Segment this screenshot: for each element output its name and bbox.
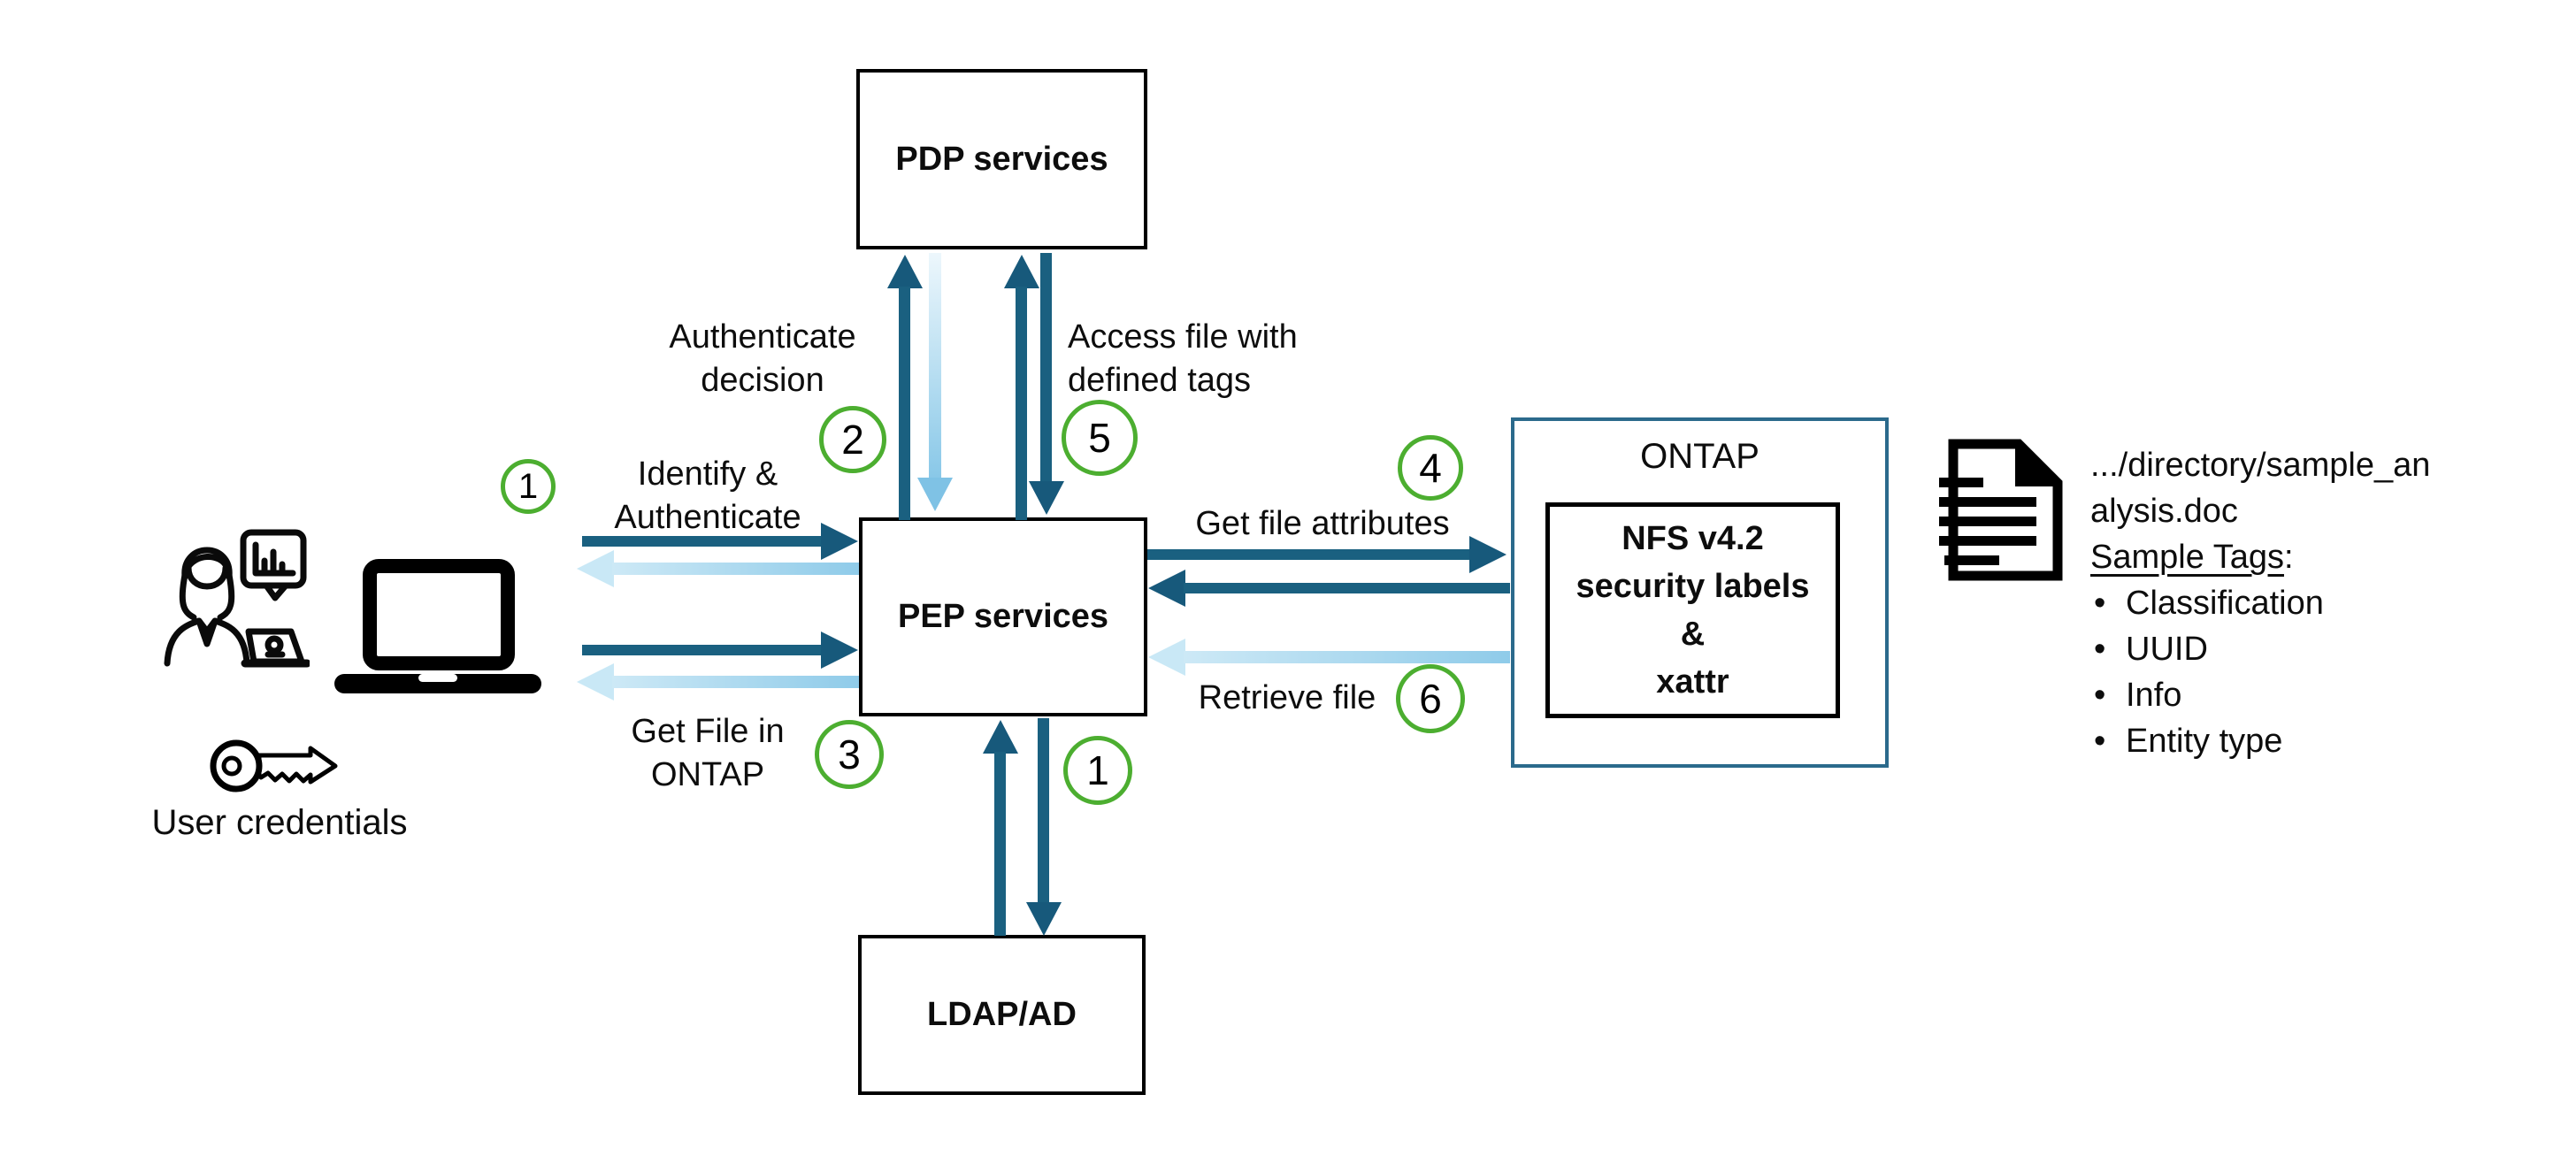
pdp-services-label: PDP services [895,140,1108,178]
step-circle-1: 1 [501,459,556,514]
arrow-ldap-to-pep-dark [983,720,1018,936]
arrow-ontap-to-pep-dark [1148,570,1510,607]
sample-tags-colon: : [2283,539,2294,576]
key-icon [210,725,342,796]
arrow-user-to-pep-dark [582,523,858,560]
file-details-block: .../directory/sample_analysis.doc Sample… [2090,442,2524,764]
access-file-with-tags-label: Access file with defined tags [1068,318,1298,399]
pep-services-box: PEP services [859,517,1147,716]
pdp-services-box: PDP services [856,69,1147,249]
ldap-ad-label: LDAP/AD [927,996,1077,1033]
arrow-pdp-to-pep-light [917,253,953,511]
step-circle-ldap-1: 1 [1063,736,1132,805]
retrieve-file-label: Retrieve file [1198,679,1376,716]
arrow-pdp-to-pep-dark [1029,253,1064,515]
document-icon [1939,439,2064,581]
arrow-pep-to-ldap-dark [1026,718,1062,936]
list-item: UUID [2090,626,2524,672]
step-circle-3: 3 [815,720,884,789]
arrow-pep-to-user-light-2 [577,663,859,700]
get-file-in-ontap-label: Get File in ONTAP [631,713,785,793]
arrow-pep-to-user-light [577,550,859,587]
arrow-user-to-pep-dark-2 [582,632,858,669]
arrow-pep-to-pdp-dark-2 [1004,255,1039,520]
user-credentials-label: User credentials [151,803,408,842]
arrow-pep-to-pdp-dark [887,255,923,520]
get-file-attributes-label: Get file attributes [1195,505,1450,542]
nfs-security-labels-box: NFS v4.2 security labels & xattr [1545,502,1840,718]
sample-tags-heading-text: Sample Tags [2090,539,2284,576]
identify-authenticate-label: Identify & Authenticate [614,456,801,536]
file-path: .../directory/sample_analysis.doc [2090,447,2431,530]
pep-services-label: PEP services [897,598,1109,635]
step-circle-6: 6 [1396,664,1465,733]
step-circle-2: 2 [819,406,886,473]
analyst-with-chart-icon [155,529,310,697]
sample-tags-list: Classification UUID Info Entity type [2090,580,2524,764]
arrow-pep-to-ontap-dark [1147,536,1508,573]
list-item: Info [2090,672,2524,718]
list-item: Classification [2090,580,2524,626]
step-circle-4: 4 [1398,435,1463,501]
sample-tags-heading: Sample Tags: [2090,534,2524,580]
arrow-ontap-to-pep-light [1148,639,1510,676]
ldap-ad-box: LDAP/AD [858,935,1146,1095]
nfs-security-labels-text: NFS v4.2 security labels & xattr [1576,520,1810,700]
laptop-icon [334,557,541,697]
step-circle-5: 5 [1062,400,1138,476]
list-item: Entity type [2090,718,2524,764]
authenticate-decision-label: Authenticate decision [669,318,856,399]
ontap-title: ONTAP [1640,437,1760,476]
